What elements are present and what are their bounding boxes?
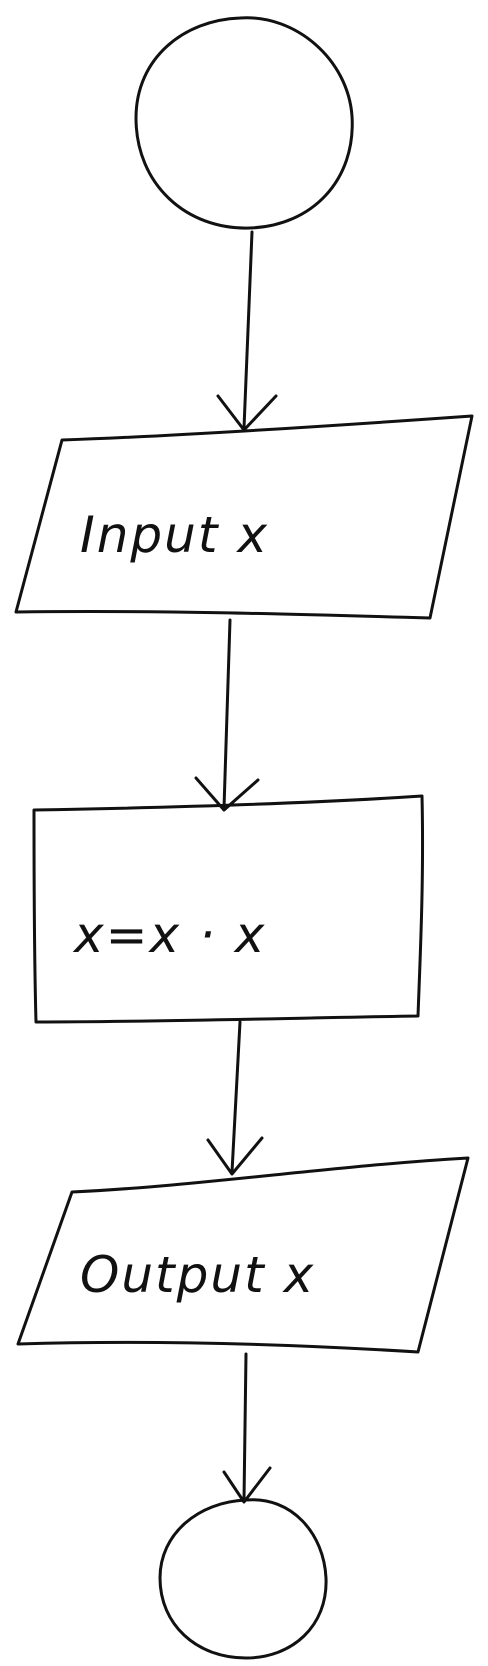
edge-process-to-output	[206, 1020, 264, 1176]
input-node: Input x	[14, 414, 474, 620]
edge-start-to-input	[216, 230, 278, 432]
arrowhead	[216, 394, 278, 432]
process-label: x=x · x	[72, 906, 266, 964]
end-circle	[158, 1498, 328, 1660]
input-parallelogram	[14, 414, 474, 620]
edge-line	[242, 230, 254, 430]
process-node: x=x · x	[32, 794, 425, 1024]
arrowhead	[222, 1466, 272, 1504]
output-label: Output x	[80, 1246, 315, 1304]
output-node: Output x	[16, 1156, 470, 1354]
end-node	[158, 1498, 328, 1660]
arrowhead	[194, 776, 260, 812]
output-parallelogram	[16, 1156, 470, 1354]
edge-output-to-end	[222, 1352, 272, 1504]
input-label: Input x	[80, 506, 269, 564]
edge-line	[222, 618, 232, 810]
edge-line	[230, 1020, 242, 1174]
process-rectangle	[32, 794, 425, 1024]
start-node	[134, 16, 354, 230]
arrowhead	[206, 1136, 264, 1176]
start-circle	[134, 16, 354, 230]
edge-input-to-process	[194, 618, 260, 812]
edge-line	[242, 1352, 248, 1502]
